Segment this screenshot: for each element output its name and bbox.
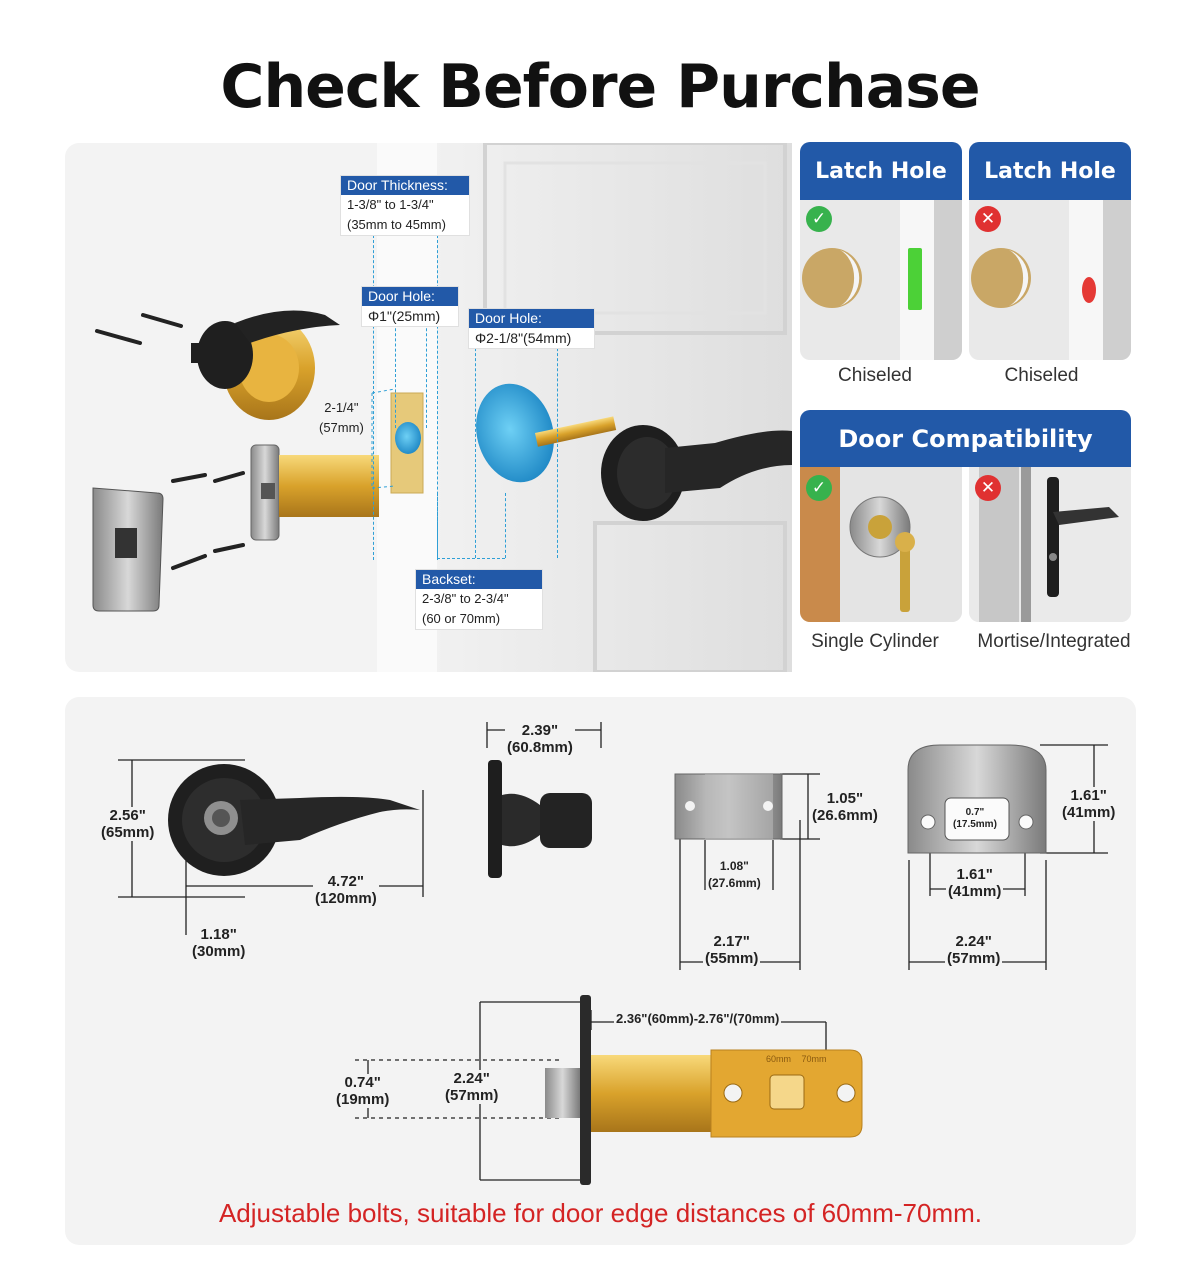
- dim-plate-width-mm: (55mm): [705, 950, 759, 967]
- dim-lever-height: 2.56" (65mm): [99, 807, 157, 841]
- dim-rose-offset: 1.18" (30mm): [190, 926, 248, 960]
- dim-latch-faceplate: 2.24" (57mm): [443, 1070, 501, 1104]
- adjustable-bolt-note: Adjustable bolts, suitable for door edge…: [218, 1198, 983, 1228]
- check-icon: ✓: [806, 475, 832, 501]
- dim-latch-backset: 2.36"(60mm)-2.76"/(70mm): [614, 1010, 782, 1027]
- compat-card-single-cylinder: ✓: [800, 467, 962, 622]
- latch-mark-70: 70mm: [801, 1054, 827, 1064]
- dim-strike-hole-spacing-mm: (41mm): [948, 883, 1002, 900]
- door-hole-large-callout: Door Hole: Φ2-1/8"(54mm): [468, 308, 595, 349]
- compat-caption-mortise: Mortise/Integrated: [977, 631, 1131, 652]
- door-thickness-callout: Door Thickness: 1-3/8" to 1-3/4" (35mm t…: [340, 175, 470, 236]
- installation-panel: Door Thickness: 1-3/8" to 1-3/4" (35mm t…: [65, 143, 792, 672]
- latch-hole-image-incorrect: [971, 200, 1131, 360]
- single-cylinder-image: [800, 467, 962, 622]
- latch-hole-card-correct: Latch Hole ✓: [800, 142, 962, 360]
- latch-adjust-marks: 60mm 70mm: [766, 1054, 827, 1064]
- door-thickness-label: Door Thickness:: [341, 176, 469, 195]
- dim-lever-height-in: 2.56": [109, 807, 146, 824]
- latch-hole-caption-incorrect: Chiseled: [1004, 365, 1079, 386]
- door-thickness-imperial: 1-3/8" to 1-3/4": [347, 197, 434, 212]
- dim-strike-hole-spacing-in: 1.61": [956, 866, 993, 883]
- dim-latch-bolt-in: 0.74": [344, 1074, 381, 1091]
- screws: [95, 313, 245, 570]
- latch-length-label: 2-1/4" (57mm): [319, 398, 364, 438]
- latch-hole-caption-correct: Chiseled: [838, 365, 912, 386]
- door-hole-small-callout: Door Hole: Φ1"(25mm): [361, 286, 459, 327]
- strike-plate: [92, 487, 164, 612]
- backset-callout: Backset: 2-3/8" to 2-3/4" (60 or 70mm): [415, 569, 543, 630]
- latch-length-imperial: 2-1/4": [324, 400, 359, 415]
- dim-plate-hole-spacing-in: 1.08": [719, 859, 749, 873]
- dim-plate-width-in: 2.17": [713, 933, 750, 950]
- door-hole-large-value: Φ2-1/8"(54mm): [475, 330, 572, 346]
- dim-strike-width-mm: (57mm): [947, 950, 1001, 967]
- dim-latch-bolt: 0.74" (19mm): [334, 1074, 392, 1108]
- check-icon: ✓: [806, 206, 832, 232]
- latch-hole-image-correct: [802, 200, 962, 360]
- cross-icon: ✕: [975, 206, 1001, 232]
- door-hole-small-value: Φ1"(25mm): [368, 308, 441, 324]
- dim-latch-faceplate-mm: (57mm): [445, 1087, 499, 1104]
- latch-hole-card-incorrect: Latch Hole ✕: [969, 142, 1131, 360]
- latch-mark-60: 60mm: [766, 1054, 792, 1064]
- door-hole-large-label: Door Hole:: [469, 309, 594, 328]
- dim-rose-diameter-mm: (60.8mm): [507, 739, 573, 756]
- backset-imperial: 2-3/8" to 2-3/4": [422, 591, 509, 606]
- dim-plate-hole-spacing-mm: (27.6mm): [708, 876, 761, 890]
- latch-length-metric: (57mm): [319, 420, 364, 435]
- dim-rose-diameter-in: 2.39": [521, 722, 559, 739]
- dim-plate-hole-spacing: 1.08" (27.6mm): [706, 858, 763, 892]
- compat-caption-single-cylinder: Single Cylinder: [811, 631, 939, 652]
- dim-plate-height-in: 1.05": [826, 790, 864, 807]
- door-thickness-metric: (35mm to 45mm): [347, 217, 446, 232]
- dim-plate-height-mm: (26.6mm): [812, 807, 878, 824]
- dim-strike-opening-in: 0.7": [965, 807, 985, 818]
- edge-bore-hole: [395, 422, 421, 454]
- latch-hole-title-correct: Latch Hole: [800, 142, 962, 200]
- outer-lever: [601, 425, 792, 521]
- dim-latch-faceplate-in: 2.24": [453, 1070, 490, 1087]
- backset-metric: (60 or 70mm): [422, 611, 501, 626]
- dim-strike-height-mm: (41mm): [1062, 804, 1116, 821]
- inner-lever: [191, 310, 340, 420]
- dim-plate-width: 2.17" (55mm): [703, 933, 761, 967]
- dim-strike-opening-mm: (17.5mm): [953, 819, 997, 830]
- dim-plate-height: 1.05" (26.6mm): [810, 790, 880, 824]
- backset-label: Backset:: [416, 570, 542, 589]
- dim-strike-opening: 0.7" (17.5mm): [951, 807, 999, 831]
- page-title: Check Before Purchase: [220, 52, 980, 122]
- installation-illustration: [92, 143, 792, 672]
- dim-rose-offset-mm: (30mm): [192, 943, 246, 960]
- dim-lever-length: 4.72" (120mm): [313, 873, 379, 907]
- dim-lever-height-mm: (65mm): [101, 824, 155, 841]
- compat-card-mortise: ✕: [969, 467, 1131, 622]
- door-compatibility-title: Door Compatibility: [800, 410, 1131, 467]
- face-bore-hole: [476, 383, 554, 483]
- spindle: [535, 416, 617, 447]
- dim-latch-bolt-mm: (19mm): [336, 1091, 390, 1108]
- dim-lever-length-mm: (120mm): [315, 890, 377, 907]
- dim-strike-height: 1.61" (41mm): [1060, 787, 1118, 821]
- cross-icon: ✕: [975, 475, 1001, 501]
- door-hole-small-label: Door Hole:: [362, 287, 458, 306]
- dim-strike-height-in: 1.61": [1070, 787, 1107, 804]
- dim-strike-width: 2.24" (57mm): [945, 933, 1003, 967]
- dim-strike-width-in: 2.24": [955, 933, 992, 950]
- dim-rose-diameter: 2.39" (60.8mm): [505, 722, 575, 756]
- dim-lever-length-in: 4.72": [327, 873, 364, 890]
- dim-rose-offset-in: 1.18": [200, 926, 237, 943]
- dim-strike-hole-spacing: 1.61" (41mm): [946, 866, 1004, 900]
- latch-hole-title-incorrect: Latch Hole: [969, 142, 1131, 200]
- dimensions-panel: [65, 697, 1136, 1245]
- latch-assembly: [250, 444, 379, 541]
